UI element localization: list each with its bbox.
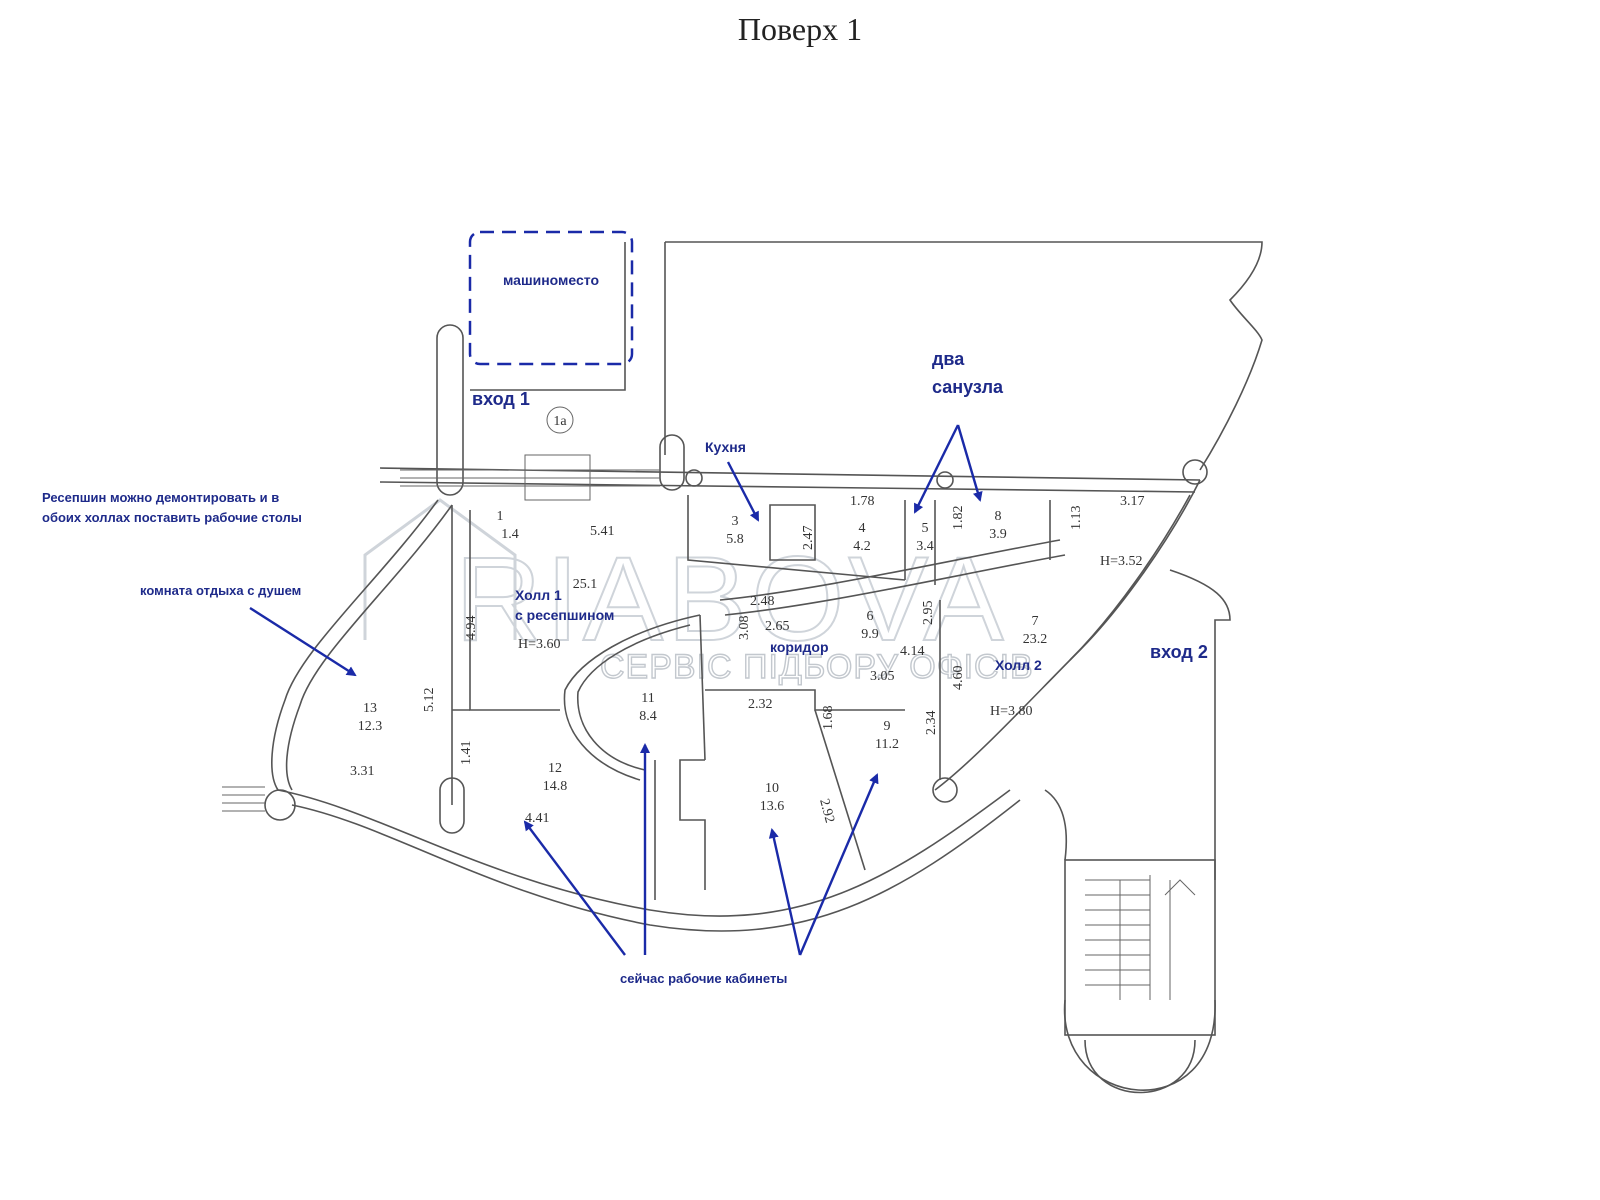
dim-248: 2.48 [750, 594, 775, 609]
dim-308: 3.08 [737, 616, 752, 641]
room-1-number: 1 [497, 509, 504, 524]
room-3-area: 5.8 [726, 532, 744, 547]
bathroom-arrow-left [913, 424, 960, 514]
watermark: RIABOVA СЕРВІС ПІДБОРУ ОФІСІВ [363, 498, 1034, 687]
dim-441: 4.41 [525, 811, 550, 826]
room-6-number: 6 [867, 609, 874, 624]
room-13-area: 12.3 [358, 719, 383, 734]
dim-247: 2.47 [801, 526, 816, 551]
annotation-arrows [249, 424, 983, 956]
dim-494: 4.94 [464, 616, 479, 641]
kitchen-arrow [726, 461, 760, 522]
reception-note-line2: обоих холлах поставить рабочие столы [42, 510, 302, 525]
two-bathrooms-label-line2: санузла [932, 377, 1004, 397]
room-11-number: 11 [641, 691, 654, 706]
room-5-number: 5 [922, 521, 929, 536]
room-4-area: 4.2 [853, 539, 871, 554]
room-9-number: 9 [884, 719, 891, 734]
room-10-number: 10 [765, 781, 779, 796]
hall1-label-line1: Холл 1 [515, 587, 562, 603]
height-hall1: H=3.60 [518, 637, 561, 652]
hall1-label-line2: с ресепшином [515, 607, 614, 623]
rest-room-arrow [249, 606, 357, 677]
room-9-area: 11.2 [875, 737, 899, 752]
room-1a-label: 1а [553, 414, 567, 429]
dim-292: 2.92 [816, 797, 837, 825]
annotations: машиноместо вход 1 вход 2 Кухня два сану… [42, 272, 1208, 986]
dim-541: 5.41 [590, 524, 615, 539]
room-2-area: 25.1 [573, 577, 598, 592]
parking-spot-outline [468, 230, 634, 366]
room-6-area: 9.9 [861, 627, 879, 642]
dim-295: 2.95 [921, 601, 936, 626]
room-10-area: 13.6 [760, 799, 785, 814]
offices-label: сейчас рабочие кабинеты [620, 971, 787, 986]
dim-265: 2.65 [765, 619, 790, 634]
room-4-number: 4 [859, 521, 866, 536]
room-5-area: 3.4 [916, 539, 934, 554]
watermark-house-logo [363, 498, 517, 640]
room-3-number: 3 [732, 514, 739, 529]
rest-room-label: комната отдыха с душем [140, 583, 301, 598]
dim-305: 3.05 [870, 669, 895, 684]
room-12-number: 12 [548, 761, 562, 776]
corridor-label: коридор [770, 639, 829, 655]
height-room7: H=3.52 [1100, 554, 1143, 569]
dim-460: 4.60 [951, 666, 966, 691]
dim-414: 4.14 [900, 644, 925, 659]
room-11-area: 8.4 [639, 709, 657, 724]
dim-141: 1.41 [459, 741, 474, 766]
dim-168: 1.68 [821, 706, 836, 731]
hall2-label: Холл 2 [995, 657, 1042, 673]
room-8-number: 8 [995, 509, 1002, 524]
room-8-area: 3.9 [989, 527, 1007, 542]
height-hall2: H=3.80 [990, 704, 1033, 719]
dim-317: 3.17 [1120, 494, 1145, 509]
dim-232: 2.32 [748, 697, 773, 712]
page-title: Поверх 1 [738, 11, 862, 47]
room-labels: 1а 1 1.4 25.1 3 5.8 4 4.2 5 3.4 8 3.9 6 … [358, 414, 1048, 814]
room-1-area: 1.4 [501, 527, 519, 542]
dim-512: 5.12 [422, 688, 437, 713]
reception-note-line1: Ресепшин можно демонтировать и в [42, 490, 279, 505]
dim-178: 1.78 [850, 494, 875, 509]
dim-182: 1.82 [951, 506, 966, 531]
dimension-labels: 5.41 4.94 5.12 1.41 3.31 4.41 1.78 2.47 … [350, 494, 1145, 826]
room-13-number: 13 [363, 701, 377, 716]
offices-arrow-room12 [523, 820, 626, 956]
building-walls [222, 230, 1263, 1094]
kitchen-label: Кухня [705, 439, 746, 455]
dim-113: 1.13 [1069, 506, 1084, 531]
offices-arrow-room10 [768, 828, 802, 956]
dim-331: 3.31 [350, 764, 375, 779]
two-bathrooms-label-line1: два [932, 349, 965, 369]
offices-arrow-room9 [798, 773, 879, 956]
parking-label: машиноместо [503, 272, 599, 288]
entrance-2-label: вход 2 [1150, 642, 1208, 662]
room-12-area: 14.8 [543, 779, 568, 794]
dim-234: 2.34 [924, 711, 939, 736]
entrance-1-label: вход 1 [472, 389, 530, 409]
room-7-area: 23.2 [1023, 632, 1048, 647]
watermark-tagline: СЕРВІС ПІДБОРУ ОФІСІВ [600, 648, 1034, 686]
room-7-number: 7 [1032, 614, 1039, 629]
bathroom-arrow-right [956, 424, 983, 502]
